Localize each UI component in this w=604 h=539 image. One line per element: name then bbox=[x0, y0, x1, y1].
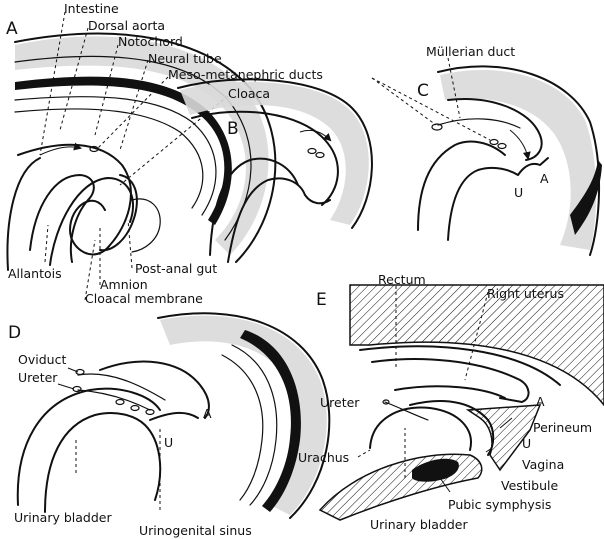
label-vestibule: Vestibule bbox=[501, 478, 558, 493]
label-cloaca: Cloaca bbox=[228, 86, 270, 101]
panel-d-letter: D bbox=[8, 323, 21, 343]
panel-d-mesoderm bbox=[160, 316, 327, 515]
panel-e-bladder bbox=[370, 408, 471, 450]
label-vagina: Vagina bbox=[522, 457, 564, 472]
label-mullerian-duct: Müllerian duct bbox=[426, 44, 515, 59]
panel-c-duct-1 bbox=[432, 124, 442, 130]
panel-c bbox=[372, 58, 602, 255]
label-post-anal-gut: Post-anal gut bbox=[135, 261, 217, 276]
panel-a-outer-fold bbox=[7, 158, 40, 270]
panel-b-letter: B bbox=[227, 119, 239, 139]
panel-d-aorta bbox=[222, 355, 263, 500]
label-dorsal-aorta: Dorsal aorta bbox=[88, 18, 165, 33]
panel-c-letter: C bbox=[417, 81, 429, 101]
label-neural-tube: Neural tube bbox=[148, 51, 222, 66]
panel-e-uterus-lower bbox=[395, 386, 505, 398]
label-intestine: Intestine bbox=[64, 1, 119, 16]
label-c-u: U bbox=[514, 185, 523, 200]
label-e-u: U bbox=[522, 436, 531, 451]
panel-a-letter: A bbox=[6, 19, 18, 39]
label-allantois: Allantois bbox=[8, 266, 62, 281]
label-rectum: Rectum bbox=[378, 272, 426, 287]
panel-d-oviduct bbox=[78, 374, 165, 400]
label-pubic-symphysis: Pubic symphysis bbox=[448, 497, 551, 512]
panel-a-aorta-line bbox=[15, 109, 203, 208]
panel-c-mullerian bbox=[438, 119, 520, 128]
panel-c-body-right bbox=[448, 158, 548, 240]
label-c-a: A bbox=[540, 171, 549, 186]
label-urachus: Urachus bbox=[298, 450, 349, 465]
panel-c-flow-arrow bbox=[510, 130, 528, 158]
panel-c-duct-2 bbox=[490, 140, 498, 145]
panel-e-ureter-line bbox=[385, 402, 428, 420]
panel-d-duct-2 bbox=[73, 387, 81, 392]
label-meso-metanephric-ducts: Meso-metanephric ducts bbox=[168, 67, 323, 82]
panel-a-amnion-loop bbox=[50, 178, 133, 265]
panel-e bbox=[320, 285, 604, 520]
label-d-a: A bbox=[203, 406, 212, 421]
panel-d-duct-3 bbox=[116, 400, 124, 405]
panel-a bbox=[7, 12, 275, 300]
panel-d bbox=[18, 313, 330, 518]
label-right-uterus: Right uterus bbox=[487, 286, 564, 301]
panel-e-uterus-upper bbox=[372, 359, 529, 402]
label-notochord: Notochord bbox=[118, 34, 183, 49]
panel-b-duct-2 bbox=[316, 153, 324, 158]
panel-e-letter: E bbox=[316, 290, 327, 310]
label-e-ureter: Ureter bbox=[320, 395, 360, 410]
panel-d-bladder-inner bbox=[45, 413, 160, 512]
panel-d-duct-4 bbox=[131, 406, 139, 411]
panel-c-duct-3 bbox=[498, 144, 506, 149]
panel-e-sacrum bbox=[350, 285, 604, 405]
panel-d-sinus bbox=[150, 413, 198, 420]
panel-d-notochord bbox=[232, 345, 277, 505]
label-e-urinary-bladder: Urinary bladder bbox=[370, 517, 468, 532]
label-perineum: Perineum bbox=[533, 420, 592, 435]
label-urinogenital-sinus: Urinogenital sinus bbox=[139, 523, 252, 538]
panel-a-notochord-line bbox=[15, 97, 216, 215]
label-d-ureter: Ureter bbox=[18, 370, 58, 385]
label-e-a: A bbox=[536, 394, 545, 409]
label-d-urinary-bladder: Urinary bladder bbox=[14, 510, 112, 525]
label-oviduct: Oviduct bbox=[18, 352, 66, 367]
label-cloacal-membrane: Cloacal membrane bbox=[85, 291, 203, 306]
panel-b-duct-1 bbox=[308, 149, 316, 154]
label-amnion: Amnion bbox=[100, 277, 148, 292]
label-d-u: U bbox=[164, 435, 173, 450]
